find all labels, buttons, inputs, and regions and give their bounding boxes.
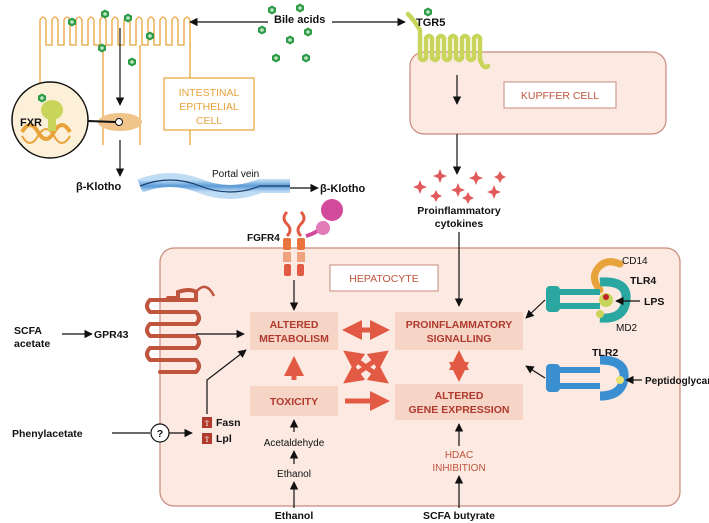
intestinal-epithelial-cell: INTESTINAL EPITHELIAL CELL	[39, 16, 255, 145]
question-label: ?	[157, 428, 163, 440]
lpl-item: ⇧ Lpl	[202, 433, 232, 445]
gpr43-receptor-icon	[145, 285, 216, 374]
ethanol-bottom-label: Ethanol	[275, 510, 314, 522]
cd14-label: CD14	[622, 256, 648, 267]
hdac-label-1: HDAC	[445, 450, 473, 461]
proinflammatory-signalling-label-2: SIGNALLING	[427, 333, 492, 345]
scfa-acetate-label-1: SCFA	[14, 325, 42, 337]
arrow-tlr2-to-gene	[525, 365, 546, 379]
kupffer-cell: KUPFFER CELL	[409, 51, 667, 135]
intestinal-label-box	[163, 77, 255, 131]
tlr2-complex-icon	[546, 355, 629, 401]
arrow-tlr4-to-signalling	[525, 299, 546, 319]
altered-metabolism-label-2: METABOLISM	[259, 333, 329, 345]
fasn-label: Fasn	[216, 417, 241, 429]
ethanol-inner-label: Ethanol	[277, 469, 311, 480]
proinflammatory-signalling-box: PROINFLAMMATORY SIGNALLING	[395, 312, 523, 350]
cytokines-label-1: Proinflammatory	[417, 205, 501, 217]
beta-klotho-left-label: β-Klotho	[76, 181, 121, 193]
portal-vein-label: Portal vein	[212, 169, 259, 180]
scfa-butyrate-label: SCFA butyrate	[423, 510, 495, 522]
altered-metabolism-box: ALTERED METABOLISM	[250, 312, 338, 350]
fasn-item: ⇧ Fasn	[202, 417, 241, 429]
beta-klotho-icon	[305, 199, 343, 238]
cytokines-label-2: cytokines	[435, 218, 484, 230]
fxr-label: FXR	[20, 117, 42, 129]
fxr-inset: FXR	[11, 81, 116, 159]
gpr43-label: GPR43	[94, 329, 129, 341]
tlr4-label: TLR4	[630, 275, 656, 287]
intestinal-label-1: INTESTINAL	[179, 87, 240, 99]
fgfr4-label: FGFR4	[247, 233, 280, 244]
portal-vein	[137, 173, 290, 199]
fxr-receptor-icon	[41, 100, 63, 120]
altered-gene-label-2: GENE EXPRESSION	[409, 404, 510, 416]
bile-acid-dots	[68, 3, 432, 67]
scfa-acetate-label-2: acetate	[14, 338, 50, 350]
arrow-genes-to-metabolism	[206, 349, 247, 414]
toxicity-box: TOXICITY	[250, 386, 338, 416]
hepatocyte: HEPATOCYTE	[159, 247, 681, 507]
beta-klotho-right-label: β-Klotho	[320, 183, 365, 195]
intestinal-label-3: CELL	[196, 115, 222, 127]
fgfr4-receptor-icon	[282, 210, 306, 276]
altered-gene-label-1: ALTERED	[435, 390, 484, 402]
intestinal-label-2: EPITHELIAL	[179, 101, 239, 113]
kupffer-label: KUPFFER CELL	[521, 90, 599, 102]
tgr5-label: TGR5	[416, 17, 445, 29]
bile-acids-label: Bile acids	[274, 14, 325, 26]
proinflammatory-signalling-label-1: PROINFLAMMATORY	[406, 319, 513, 331]
red-interaction-arrows	[284, 320, 469, 411]
hdac-label-2: INHIBITION	[432, 463, 485, 474]
md2-label: MD2	[616, 323, 638, 334]
lps-label: LPS	[644, 296, 664, 308]
hepatocyte-label: HEPATOCYTE	[349, 273, 418, 285]
acetaldehyde-label: Acetaldehyde	[264, 438, 325, 449]
peptidoglycan-label: Peptidoglycan	[645, 376, 709, 387]
lpl-label: Lpl	[216, 433, 232, 445]
cytokine-stars	[413, 169, 506, 204]
fasn-up-icon: ⇧	[204, 419, 211, 428]
altered-gene-expression-box: ALTERED GENE EXPRESSION	[395, 384, 523, 420]
tgr5-receptor-icon	[405, 11, 491, 70]
tlr4-complex-icon	[546, 258, 631, 323]
tlr2-label: TLR2	[592, 347, 618, 359]
altered-metabolism-label-1: ALTERED	[270, 319, 319, 331]
phenylacetate-label: Phenylacetate	[12, 428, 83, 440]
question-node: ?	[150, 423, 170, 443]
lpl-up-icon: ⇧	[204, 435, 211, 444]
toxicity-label: TOXICITY	[270, 396, 318, 408]
